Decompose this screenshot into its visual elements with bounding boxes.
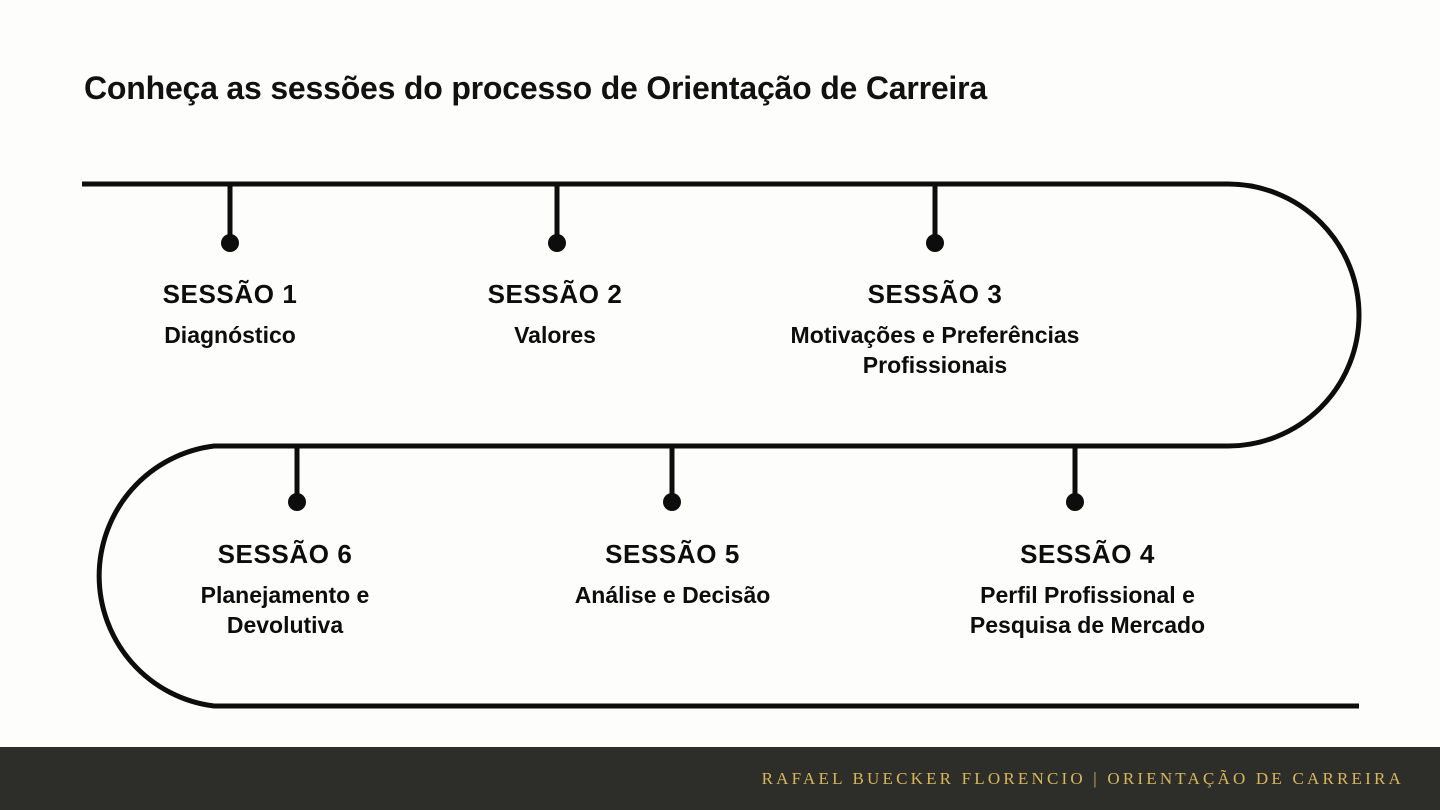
session-description: Valores [400,321,710,350]
session-description-line: Motivações e Preferências [790,322,1080,349]
session-block-sessao-2: SESSÃO 2 Valores [400,278,710,351]
session-title: SESSÃO 2 [487,279,623,309]
session-description-line: Valores [514,322,596,349]
session-block-sessao-4: SESSÃO 4 Perfil Profissional e Pesquisa … [860,538,1315,640]
session-description-line: Perfil Profissional e [980,582,1195,609]
session-description-line: Pesquisa de Mercado [969,611,1206,638]
session-block-sessao-6: SESSÃO 6 Planejamento e Devolutiva [140,538,430,640]
session-description: Perfil Profissional e Pesquisa de Mercad… [860,581,1315,640]
footer-bar: RAFAEL BUECKER FLORENCIO | ORIENTAÇÃO DE… [0,747,1440,810]
session-description-line: Análise e Decisão [574,582,771,609]
session-description-line: Devolutiva [226,611,344,638]
marker-sessao-1 [221,184,239,252]
marker-sessao-3 [926,184,944,252]
session-description: Análise e Decisão [500,581,845,610]
page-title: Conheça as sessões do processo de Orient… [84,70,987,106]
marker-sessao-4 [1066,446,1084,511]
session-block-sessao-3: SESSÃO 3 Motivações e Preferências Profi… [690,278,1180,380]
session-description-line: Profissionais [862,351,1008,378]
session-description: Motivações e Preferências Profissionais [690,321,1180,380]
marker-sessao-2 [548,184,566,252]
marker-sessao-5 [663,446,681,511]
session-description: Planejamento e Devolutiva [140,581,430,640]
session-title: SESSÃO 6 [217,539,353,569]
session-description-line: Diagnóstico [164,322,296,349]
session-description-line: Planejamento e [200,582,370,609]
session-title: SESSÃO 5 [605,539,740,569]
marker-sessao-6 [288,446,306,511]
footer-credit: RAFAEL BUECKER FLORENCIO | ORIENTAÇÃO DE… [761,768,1404,788]
session-description: Diagnóstico [70,321,390,350]
session-block-sessao-1: SESSÃO 1 Diagnóstico [70,278,390,351]
session-block-sessao-5: SESSÃO 5 Análise e Decisão [500,538,845,611]
session-title: SESSÃO 1 [162,279,298,309]
session-title: SESSÃO 3 [867,279,1003,309]
session-title: SESSÃO 4 [1020,539,1155,569]
